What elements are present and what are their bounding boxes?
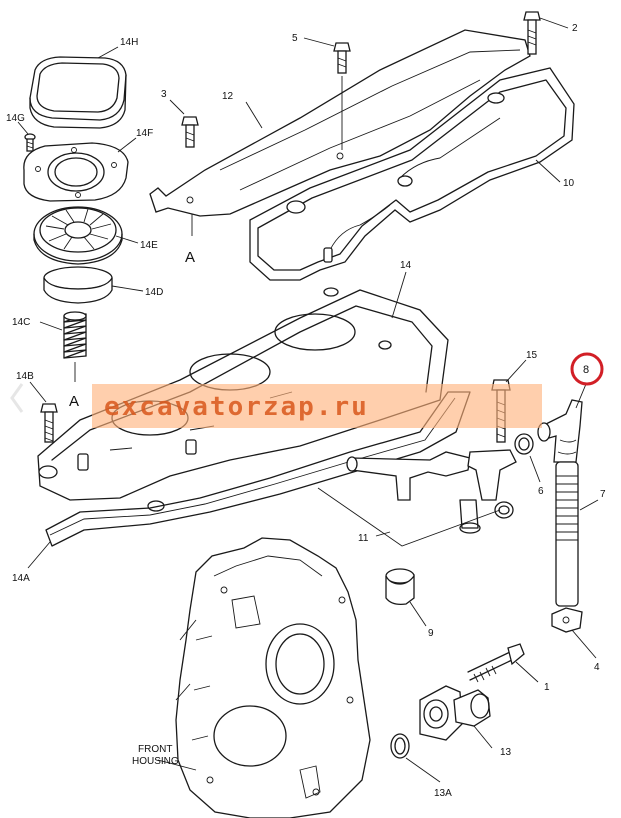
label-3: 3 xyxy=(161,89,167,100)
label-15: 15 xyxy=(526,350,538,361)
part-6-clamp xyxy=(514,433,534,455)
label-5: 5 xyxy=(292,33,298,44)
part-10-valve-cover xyxy=(249,67,575,281)
label-14a: 14A xyxy=(12,573,30,584)
front-housing xyxy=(175,537,371,818)
label-12: 12 xyxy=(222,91,234,102)
part-1-bolt xyxy=(467,643,525,683)
label-13: 13 xyxy=(500,747,512,758)
label-14f: 14F xyxy=(136,128,153,139)
part-8-elbow-hose xyxy=(537,399,583,463)
label-8: 8 xyxy=(583,364,589,376)
label-view-a-upper: A xyxy=(185,249,195,266)
part-9-plug xyxy=(385,568,415,606)
part-5-bolt xyxy=(333,42,351,74)
watermark-band xyxy=(92,384,542,428)
label-1: 1 xyxy=(544,682,550,693)
label-14: 14 xyxy=(400,260,412,271)
part-14d-seal xyxy=(43,266,113,304)
part-2-bolt xyxy=(523,11,541,55)
part-3-bolt xyxy=(181,116,199,148)
label-4: 4 xyxy=(594,662,600,673)
part-13a-o-ring xyxy=(390,733,410,759)
label-front-housing-line1: FRONT xyxy=(138,744,172,755)
label-11: 11 xyxy=(358,533,369,544)
label-view-a-lower: A xyxy=(69,393,79,410)
part-14c-spring xyxy=(63,311,87,359)
label-6: 6 xyxy=(538,486,544,497)
label-14h: 14H xyxy=(120,37,138,48)
part-7-hose xyxy=(555,461,579,607)
label-14b: 14B xyxy=(16,371,34,382)
label-front-housing-line2: HOUSING xyxy=(132,756,179,767)
part-14b-bolt xyxy=(40,403,58,443)
label-2: 2 xyxy=(572,23,578,34)
label-14g: 14G xyxy=(6,113,25,124)
part-4-bracket xyxy=(551,607,583,633)
label-10: 10 xyxy=(563,178,575,189)
callout-8: 8 xyxy=(570,352,604,386)
label-14d: 14D xyxy=(145,287,163,298)
label-14e: 14E xyxy=(140,240,158,251)
label-14c: 14C xyxy=(12,317,30,328)
watermark: excavatorzap.ru xyxy=(92,384,542,428)
part-12-top-cover xyxy=(149,29,531,217)
label-7: 7 xyxy=(600,489,606,500)
chevron-left-icon[interactable] xyxy=(10,383,24,413)
label-13a: 13A xyxy=(434,788,452,799)
part-14g-bolt xyxy=(24,133,36,152)
part-14h-cap xyxy=(29,56,127,129)
part-14f-plate xyxy=(23,142,129,202)
part-13-sensor xyxy=(419,685,491,741)
part-14e-baffle xyxy=(33,206,123,265)
label-9: 9 xyxy=(428,628,434,639)
watermark-text: excavatorzap.ru xyxy=(104,392,369,422)
part-11-breather-tube xyxy=(346,449,517,534)
